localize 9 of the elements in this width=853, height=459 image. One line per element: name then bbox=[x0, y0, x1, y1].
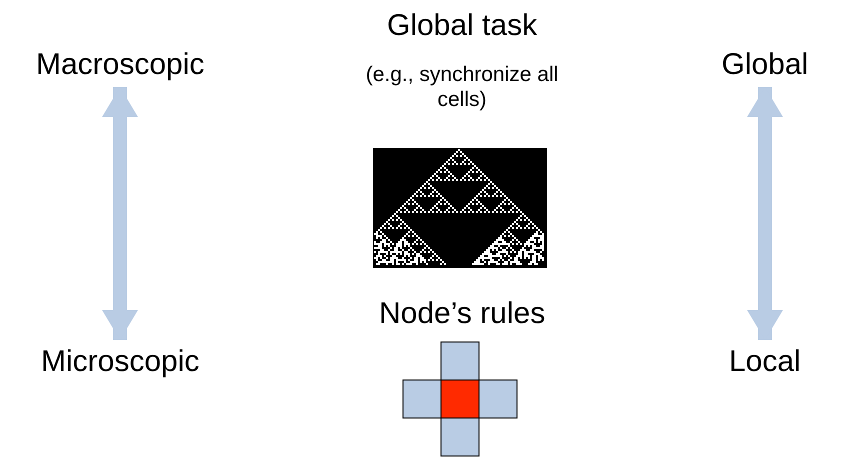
heading: Global task bbox=[387, 8, 538, 44]
example-note: (e.g., synchronize all cells) bbox=[364, 62, 560, 112]
double-arrow bbox=[102, 87, 138, 340]
level-label: Macroscopic bbox=[36, 47, 204, 83]
heading: Node’s rules bbox=[379, 296, 546, 332]
double-arrow bbox=[747, 87, 783, 340]
level-label: Local bbox=[729, 344, 801, 380]
level-label: Global bbox=[722, 47, 808, 83]
level-label: Microscopic bbox=[41, 344, 200, 380]
